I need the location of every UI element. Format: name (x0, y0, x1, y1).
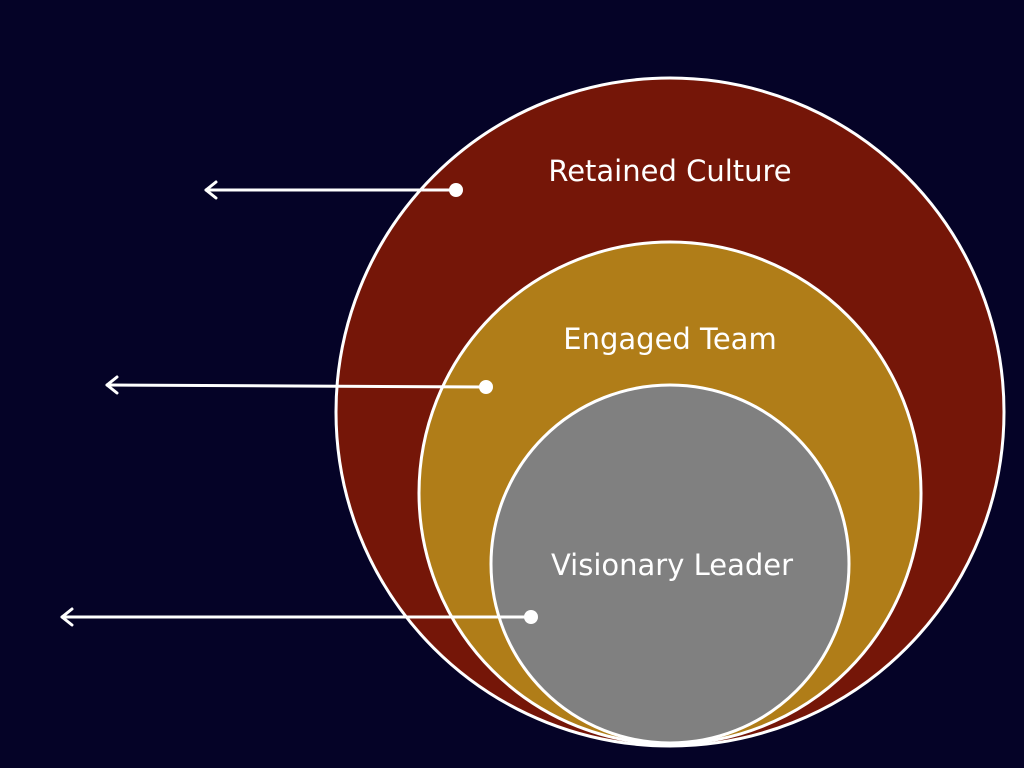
arrow-dot-icon (524, 610, 538, 624)
arrow-engaged-team (105, 375, 488, 395)
label-retained-culture: Retained Culture (548, 154, 791, 188)
arrow-visionary-leader (60, 607, 533, 627)
arrow-retained-culture (204, 180, 458, 200)
label-visionary-leader: Visionary Leader (551, 548, 793, 582)
arrow-dot-icon (449, 183, 463, 197)
label-engaged-team: Engaged Team (563, 322, 776, 356)
arrow-dot-icon (479, 380, 493, 394)
inner-circle-visionary-leader (489, 383, 851, 745)
